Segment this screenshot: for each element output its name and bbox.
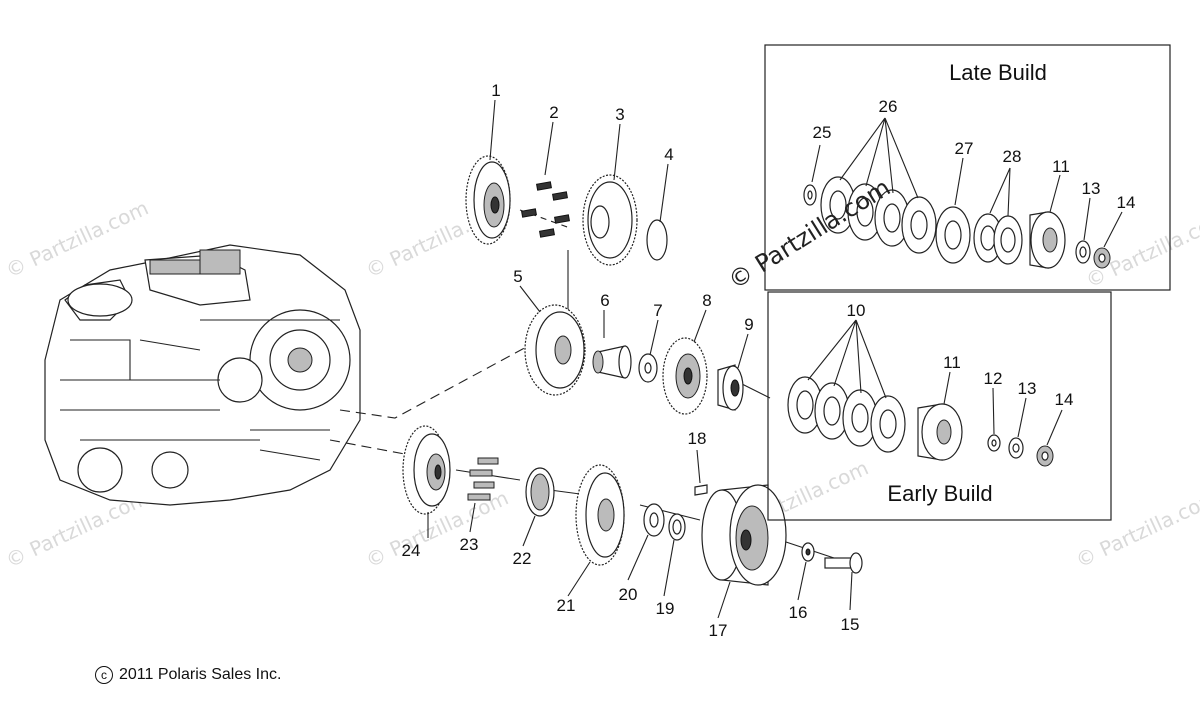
callout-label: 22 <box>513 549 532 568</box>
callout-label: 12 <box>984 369 1003 388</box>
callout-label: 15 <box>841 615 860 634</box>
early-build-title: Early Build <box>887 481 992 506</box>
watermark-text: © Partzilla.com <box>1072 486 1200 573</box>
part-15-bolt <box>824 552 863 574</box>
callout-label: 5 <box>513 267 522 286</box>
part-6-shaft <box>592 345 632 379</box>
part-18-key <box>694 484 708 496</box>
part-3-sprocket <box>582 174 638 266</box>
callout-label: 2 <box>549 103 558 122</box>
callout-label: 28 <box>1003 147 1022 166</box>
part-24-gear <box>402 425 451 515</box>
part-7-washer <box>638 353 658 383</box>
early-build-callouts: 10 11 12 13 14 <box>847 301 1074 409</box>
callout-label: 21 <box>557 596 576 615</box>
callout-label: 1 <box>491 81 500 100</box>
early-build-box: Early Build <box>767 291 1112 521</box>
callout-label: 14 <box>1117 193 1136 212</box>
part-21-gear <box>575 464 625 566</box>
part-9-hub <box>717 364 744 411</box>
late-build-box: Late Build <box>764 44 1171 291</box>
callout-label: 24 <box>402 541 421 560</box>
callout-label: 8 <box>702 291 711 310</box>
part-23-bolts <box>467 457 499 501</box>
assembly-lines <box>329 209 841 561</box>
callout-label: 19 <box>656 599 675 618</box>
late-build-callouts: 25 26 27 28 11 13 14 <box>813 97 1136 212</box>
part-19-washer <box>668 513 686 541</box>
callout-label: 25 <box>813 123 832 142</box>
callout-label: 13 <box>1082 179 1101 198</box>
callout-label: 26 <box>879 97 898 116</box>
callout-label: 10 <box>847 301 866 320</box>
copyright-notice: c 2011 Polaris Sales Inc. <box>95 666 281 684</box>
late-build-title: Late Build <box>949 60 1047 85</box>
main-callouts: 1 2 3 4 5 6 7 8 9 15 16 17 18 19 20 21 2… <box>402 81 860 640</box>
part-5-gear <box>524 304 586 396</box>
callout-label: 14 <box>1055 390 1074 409</box>
part-2-pins <box>521 181 570 238</box>
callout-label: 23 <box>460 535 479 554</box>
part-17-flywheel <box>701 484 787 586</box>
callout-label: 11 <box>943 353 961 372</box>
callout-label: 9 <box>744 315 753 334</box>
part-16-washer <box>801 542 815 562</box>
part-22-bearing <box>525 467 555 517</box>
callout-label: 17 <box>709 621 728 640</box>
callout-label: 13 <box>1018 379 1037 398</box>
part-8-gear <box>662 337 708 415</box>
callout-label: 4 <box>664 145 673 164</box>
callout-label: 11 <box>1052 157 1070 176</box>
callout-label: 7 <box>653 301 662 320</box>
part-20-washer <box>643 503 665 537</box>
callout-label: 16 <box>789 603 808 622</box>
engine-case-illustration <box>44 244 361 506</box>
callout-label: 3 <box>615 105 624 124</box>
part-4-snap-ring <box>646 219 668 261</box>
callout-label: 18 <box>688 429 707 448</box>
part-1-gear <box>465 155 511 245</box>
callout-label: 6 <box>600 291 609 310</box>
callout-label: 20 <box>619 585 638 604</box>
callout-label: 27 <box>955 139 974 158</box>
copyright-symbol-icon: c <box>95 666 113 684</box>
callout-leaders <box>427 99 853 619</box>
copyright-text: 2011 Polaris Sales Inc. <box>119 666 282 683</box>
